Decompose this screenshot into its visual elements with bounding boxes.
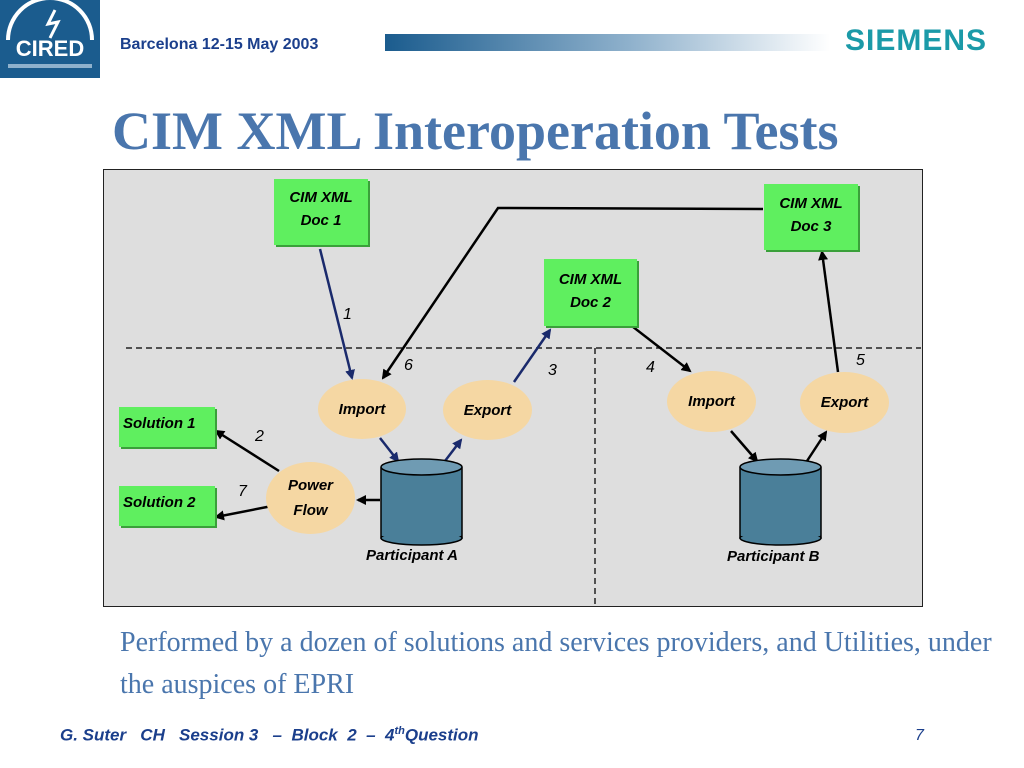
doc-1-line-2: Doc 1 xyxy=(300,212,342,229)
cim-xml-doc-1: CIM XML Doc 1 xyxy=(274,179,368,245)
step-4-label: 4 xyxy=(646,359,655,376)
arrow-step-7 xyxy=(214,504,273,521)
arrow-db-to-export-a xyxy=(444,438,463,462)
arrow-step-6 xyxy=(381,206,764,380)
doc-3-line-1: CIM XML xyxy=(779,195,843,212)
database-participant-b xyxy=(739,458,822,546)
import-node-b: Import xyxy=(667,371,756,432)
header-gradient-bar xyxy=(385,34,830,51)
doc-3-line-2: Doc 3 xyxy=(790,218,832,235)
step-7-label: 7 xyxy=(238,483,247,500)
export-node-b: Export xyxy=(800,372,889,433)
step-3-label: 3 xyxy=(548,362,557,379)
export-node-a: Export xyxy=(443,380,532,440)
participant-a-label: Participant A xyxy=(366,547,458,564)
arrow-db-to-export-b xyxy=(805,430,828,462)
step-6-label: 6 xyxy=(404,357,413,374)
step-1-label: 1 xyxy=(343,306,352,323)
footer-text-before: G. Suter CH Session 3 – Block 2 – 4 xyxy=(60,725,395,745)
arrow-import-to-db-b xyxy=(730,430,759,463)
arrow-step-3 xyxy=(512,328,552,383)
footer-text-after: Question xyxy=(404,725,479,745)
footer-superscript: th xyxy=(394,725,405,737)
power-flow-node: Power Flow xyxy=(266,462,355,534)
event-label: Barcelona 12-15 May 2003 xyxy=(120,36,319,53)
siemens-logo: SIEMENS xyxy=(845,24,988,57)
cired-logo: CIRED xyxy=(0,0,100,78)
power-flow-line-2: Flow xyxy=(293,502,328,519)
slide-title: CIM XML Interoperation Tests xyxy=(112,101,839,161)
solution-2: Solution 2 xyxy=(119,486,215,526)
arrow-import-to-db-a xyxy=(379,437,400,463)
arrow-step-2 xyxy=(214,429,280,473)
doc-2-line-2: Doc 2 xyxy=(570,294,611,311)
arrow-step-1 xyxy=(318,248,355,380)
power-flow-line-1: Power xyxy=(287,477,333,494)
logo-text: CIRED xyxy=(16,36,84,61)
cim-xml-doc-2: CIM XML Doc 2 xyxy=(544,259,637,326)
import-node-a: Import xyxy=(318,379,406,439)
step-2-label: 2 xyxy=(255,428,264,445)
footer-text: G. Suter CH Session 3 – Block 2 – 4thQue… xyxy=(60,725,479,746)
arrow-step-4 xyxy=(627,322,692,373)
participant-b-label: Participant B xyxy=(727,548,820,565)
database-participant-a xyxy=(380,458,463,546)
cim-xml-doc-3: CIM XML Doc 3 xyxy=(764,184,858,250)
solution-1: Solution 1 xyxy=(119,407,215,447)
arrow-step-5 xyxy=(818,250,840,373)
doc-2-line-1: CIM XML xyxy=(558,271,623,288)
doc-1-line-1: CIM XML xyxy=(289,189,353,206)
slide-note: Performed by a dozen of solutions and se… xyxy=(120,627,992,700)
page-number: 7 xyxy=(915,727,924,744)
step-5-label: 5 xyxy=(856,352,865,369)
